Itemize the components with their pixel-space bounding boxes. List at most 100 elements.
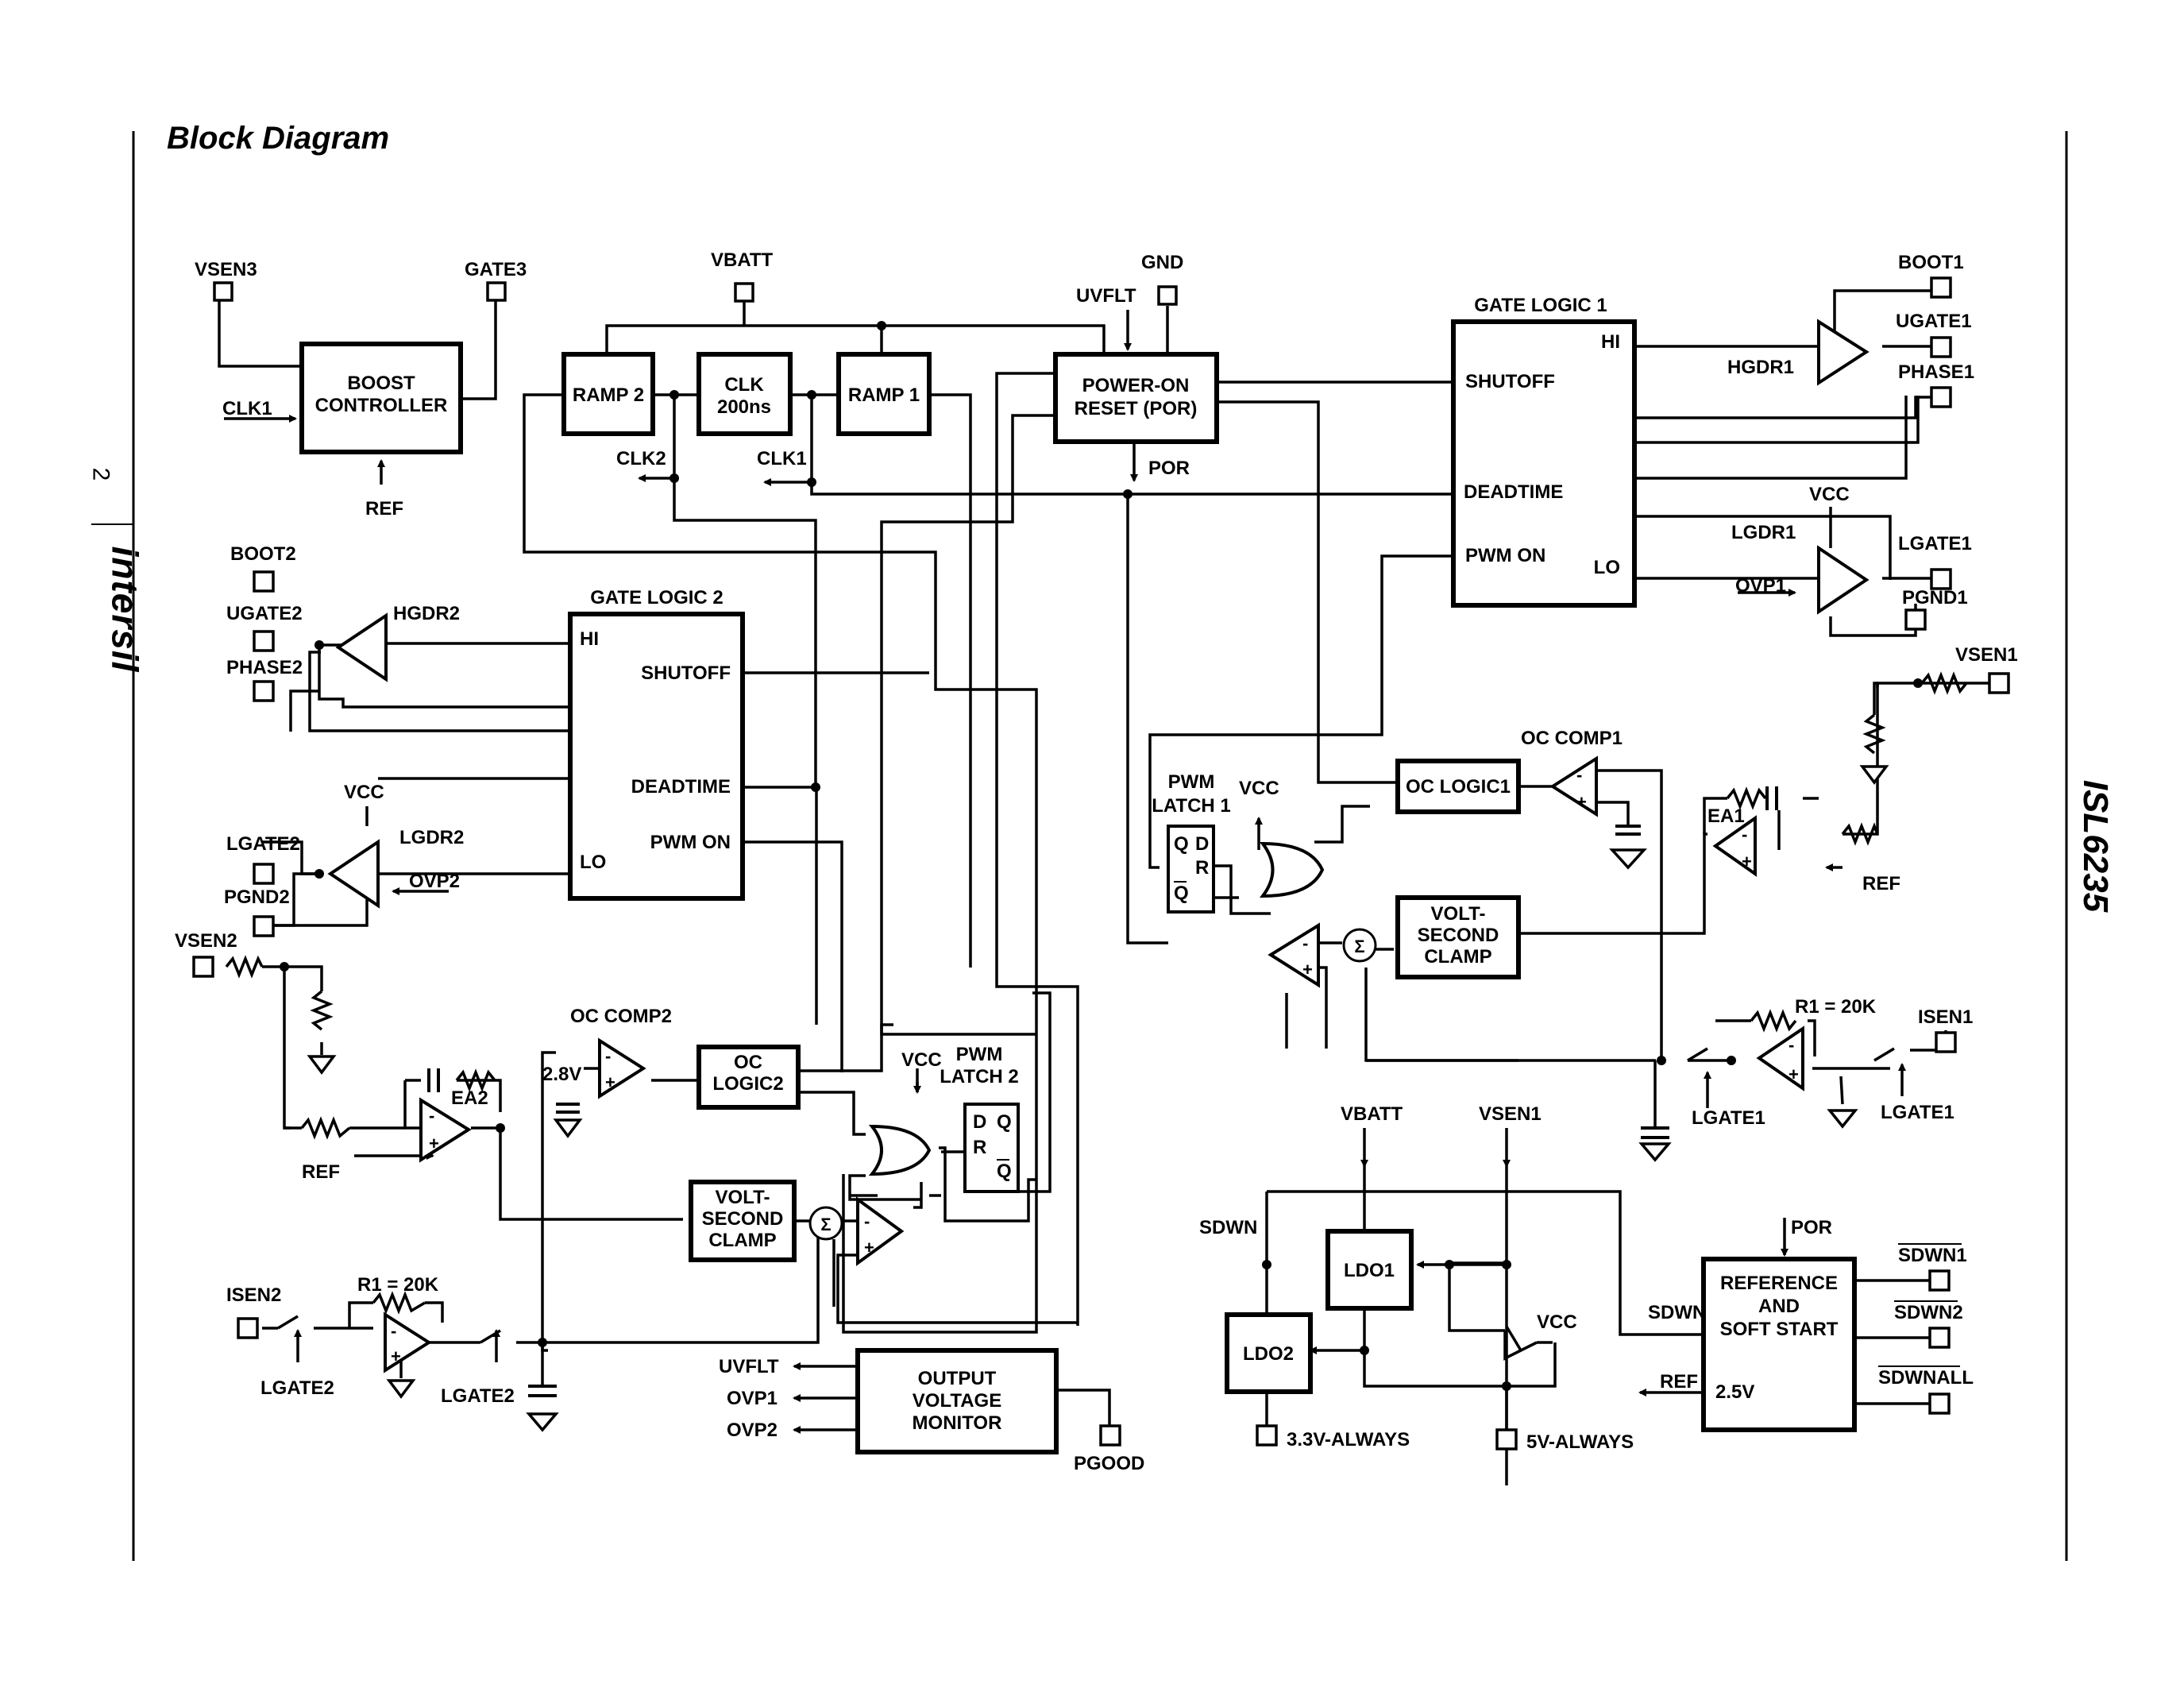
ref-b: AND (1758, 1296, 1800, 1317)
lgdr2-driver (327, 839, 380, 909)
label-vcc-latch1: VCC (1239, 778, 1279, 799)
label-clk1: CLK1 (757, 448, 807, 469)
gl2-hi: HI (580, 628, 599, 650)
boost-label: BOOST (347, 373, 415, 394)
pins (192, 276, 2010, 1450)
label-vbatt: VBATT (711, 249, 774, 271)
sign: - (1302, 933, 1308, 953)
oc-comp2-amp (598, 1037, 646, 1099)
oc-logic1-label: OC LOGIC1 (1406, 776, 1511, 798)
gl1-lo: LO (1594, 557, 1620, 578)
sign: - (605, 1046, 611, 1066)
junctions (280, 321, 1951, 1391)
label-clk1-boost: CLK1 (222, 398, 272, 419)
l2-q: Q (997, 1111, 1012, 1133)
ldo1-block: LDO1 (1325, 1229, 1414, 1311)
label-vcc-lgdr1: VCC (1809, 484, 1850, 505)
label-phase2: PHASE2 (226, 657, 303, 678)
label-lgate1-sw1: LGATE1 (1692, 1107, 1765, 1129)
vsc2-a: VOLT- (716, 1187, 770, 1208)
ref-a: REFERENCE (1720, 1273, 1838, 1294)
ground-symbols (307, 765, 1889, 1432)
label-isen1: ISEN1 (1918, 1006, 1973, 1028)
ldo2-label: LDO2 (1243, 1343, 1294, 1365)
label-ugate2: UGATE2 (226, 603, 303, 624)
sign: + (1742, 852, 1752, 871)
pwm-latch-1: PWM LATCH 1 Q D R Q (1152, 771, 1231, 914)
por-label: POWER-ON (1082, 375, 1190, 396)
vsc1-a: VOLT- (1431, 903, 1486, 925)
por-label-2: RESET (POR) (1075, 398, 1198, 419)
label-lgate2: LGATE2 (226, 833, 300, 855)
or-gate-1 (1259, 841, 1325, 898)
pwm-latch2-b: LATCH 2 (940, 1066, 1019, 1087)
label-vsen3: VSEN3 (195, 259, 257, 280)
pwm-latch-2: PWM LATCH 2 D Q R Q (940, 1044, 1020, 1193)
label-vsen2: VSEN2 (175, 930, 237, 952)
ea2-amp (419, 1097, 472, 1163)
ldo2-block: LDO2 (1225, 1312, 1313, 1394)
l2-r: R (973, 1137, 986, 1158)
volt-second-clamp-1: VOLT- SECOND CLAMP (1395, 895, 1521, 979)
gl2-shutoff: SHUTOFF (641, 662, 731, 684)
label-uvflt-ovm: UVFLT (719, 1356, 779, 1377)
sigma2: Σ (820, 1215, 831, 1234)
label-vbatt-ldo: VBATT (1341, 1103, 1403, 1125)
label-uvflt: UVFLT (1076, 285, 1136, 307)
gate-logic-2-block: GATE LOGIC 2 HI SHUTOFF DEADTIME PWM ON … (568, 587, 745, 901)
sign: + (1576, 792, 1587, 812)
sign: + (1788, 1064, 1799, 1084)
label-hgdr2: HGDR2 (393, 603, 460, 624)
volt-second-clamp-2: VOLT- SECOND CLAMP (689, 1180, 797, 1262)
gl1-pwmon: PWM ON (1465, 545, 1545, 566)
l2-qbar: Q (997, 1161, 1012, 1182)
sign: - (429, 1106, 434, 1126)
page-rules (91, 131, 2068, 1561)
switches (277, 1047, 1895, 1351)
clk-label: CLK (724, 374, 764, 396)
label-pgnd2: PGND2 (224, 886, 290, 908)
oc-logic2-a: OC (734, 1052, 762, 1073)
sign: + (429, 1134, 439, 1153)
sign: + (391, 1346, 401, 1366)
resistors (225, 671, 1968, 1315)
label-oc-comp2: OC COMP2 (570, 1006, 672, 1027)
sigma1: Σ (1354, 937, 1364, 956)
l1-q: Q (1174, 833, 1189, 855)
ramp1-block: RAMP 1 (836, 352, 932, 436)
label-2p8v: 2.8V (542, 1064, 581, 1085)
label-lgate2-sw1: LGATE2 (260, 1377, 334, 1399)
isen2-amp (384, 1311, 432, 1373)
gate-logic-1-block: GATE LOGIC 1 HI SHUTOFF DEADTIME PWM ON … (1451, 295, 1637, 608)
wires (218, 289, 1989, 1485)
label-lgate2-sw2: LGATE2 (441, 1385, 515, 1407)
l1-qbar: Q (1174, 883, 1189, 904)
label-lgdr2: LGDR2 (399, 827, 464, 848)
l2-d: D (973, 1111, 986, 1133)
label-ovp2-ovm: OVP2 (727, 1420, 778, 1441)
por-block: POWER-ON RESET (POR) (1053, 352, 1219, 444)
label-lgdr1: LGDR1 (1731, 522, 1796, 543)
pin-labels: VSEN3 GATE3 VBATT GND UVFLT CLK1 REF CLK… (175, 249, 2018, 1474)
vsc2-c: CLAMP (708, 1230, 776, 1251)
label-vcc-latch2: VCC (901, 1049, 942, 1071)
sign: - (1576, 765, 1582, 785)
hgdr2-driver (335, 612, 388, 682)
label-pgnd1: PGND1 (1902, 587, 1968, 608)
capacitors (427, 786, 1778, 1397)
amp-signs: - + - + - + - + - + - + - + - + (391, 765, 1799, 1366)
sign: + (864, 1238, 874, 1257)
label-ea1: EA1 (1707, 805, 1745, 827)
gl1-shutoff: SHUTOFF (1465, 371, 1555, 392)
label-sdwn1: SDWN1 (1898, 1245, 1967, 1266)
label-3v3-always: 3.3V-ALWAYS (1287, 1429, 1410, 1450)
label-ref-out: REF (1660, 1371, 1698, 1393)
label-ref-ea1: REF (1862, 873, 1900, 894)
sign: - (391, 1321, 396, 1341)
label-vsen1: VSEN1 (1955, 644, 2018, 666)
ldo1-label: LDO1 (1344, 1260, 1395, 1281)
sign: + (1302, 960, 1313, 979)
gate-logic-2-title: GATE LOGIC 2 (590, 587, 723, 608)
label-lgate1: LGATE1 (1898, 533, 1972, 554)
label-ref-boost: REF (365, 498, 403, 520)
